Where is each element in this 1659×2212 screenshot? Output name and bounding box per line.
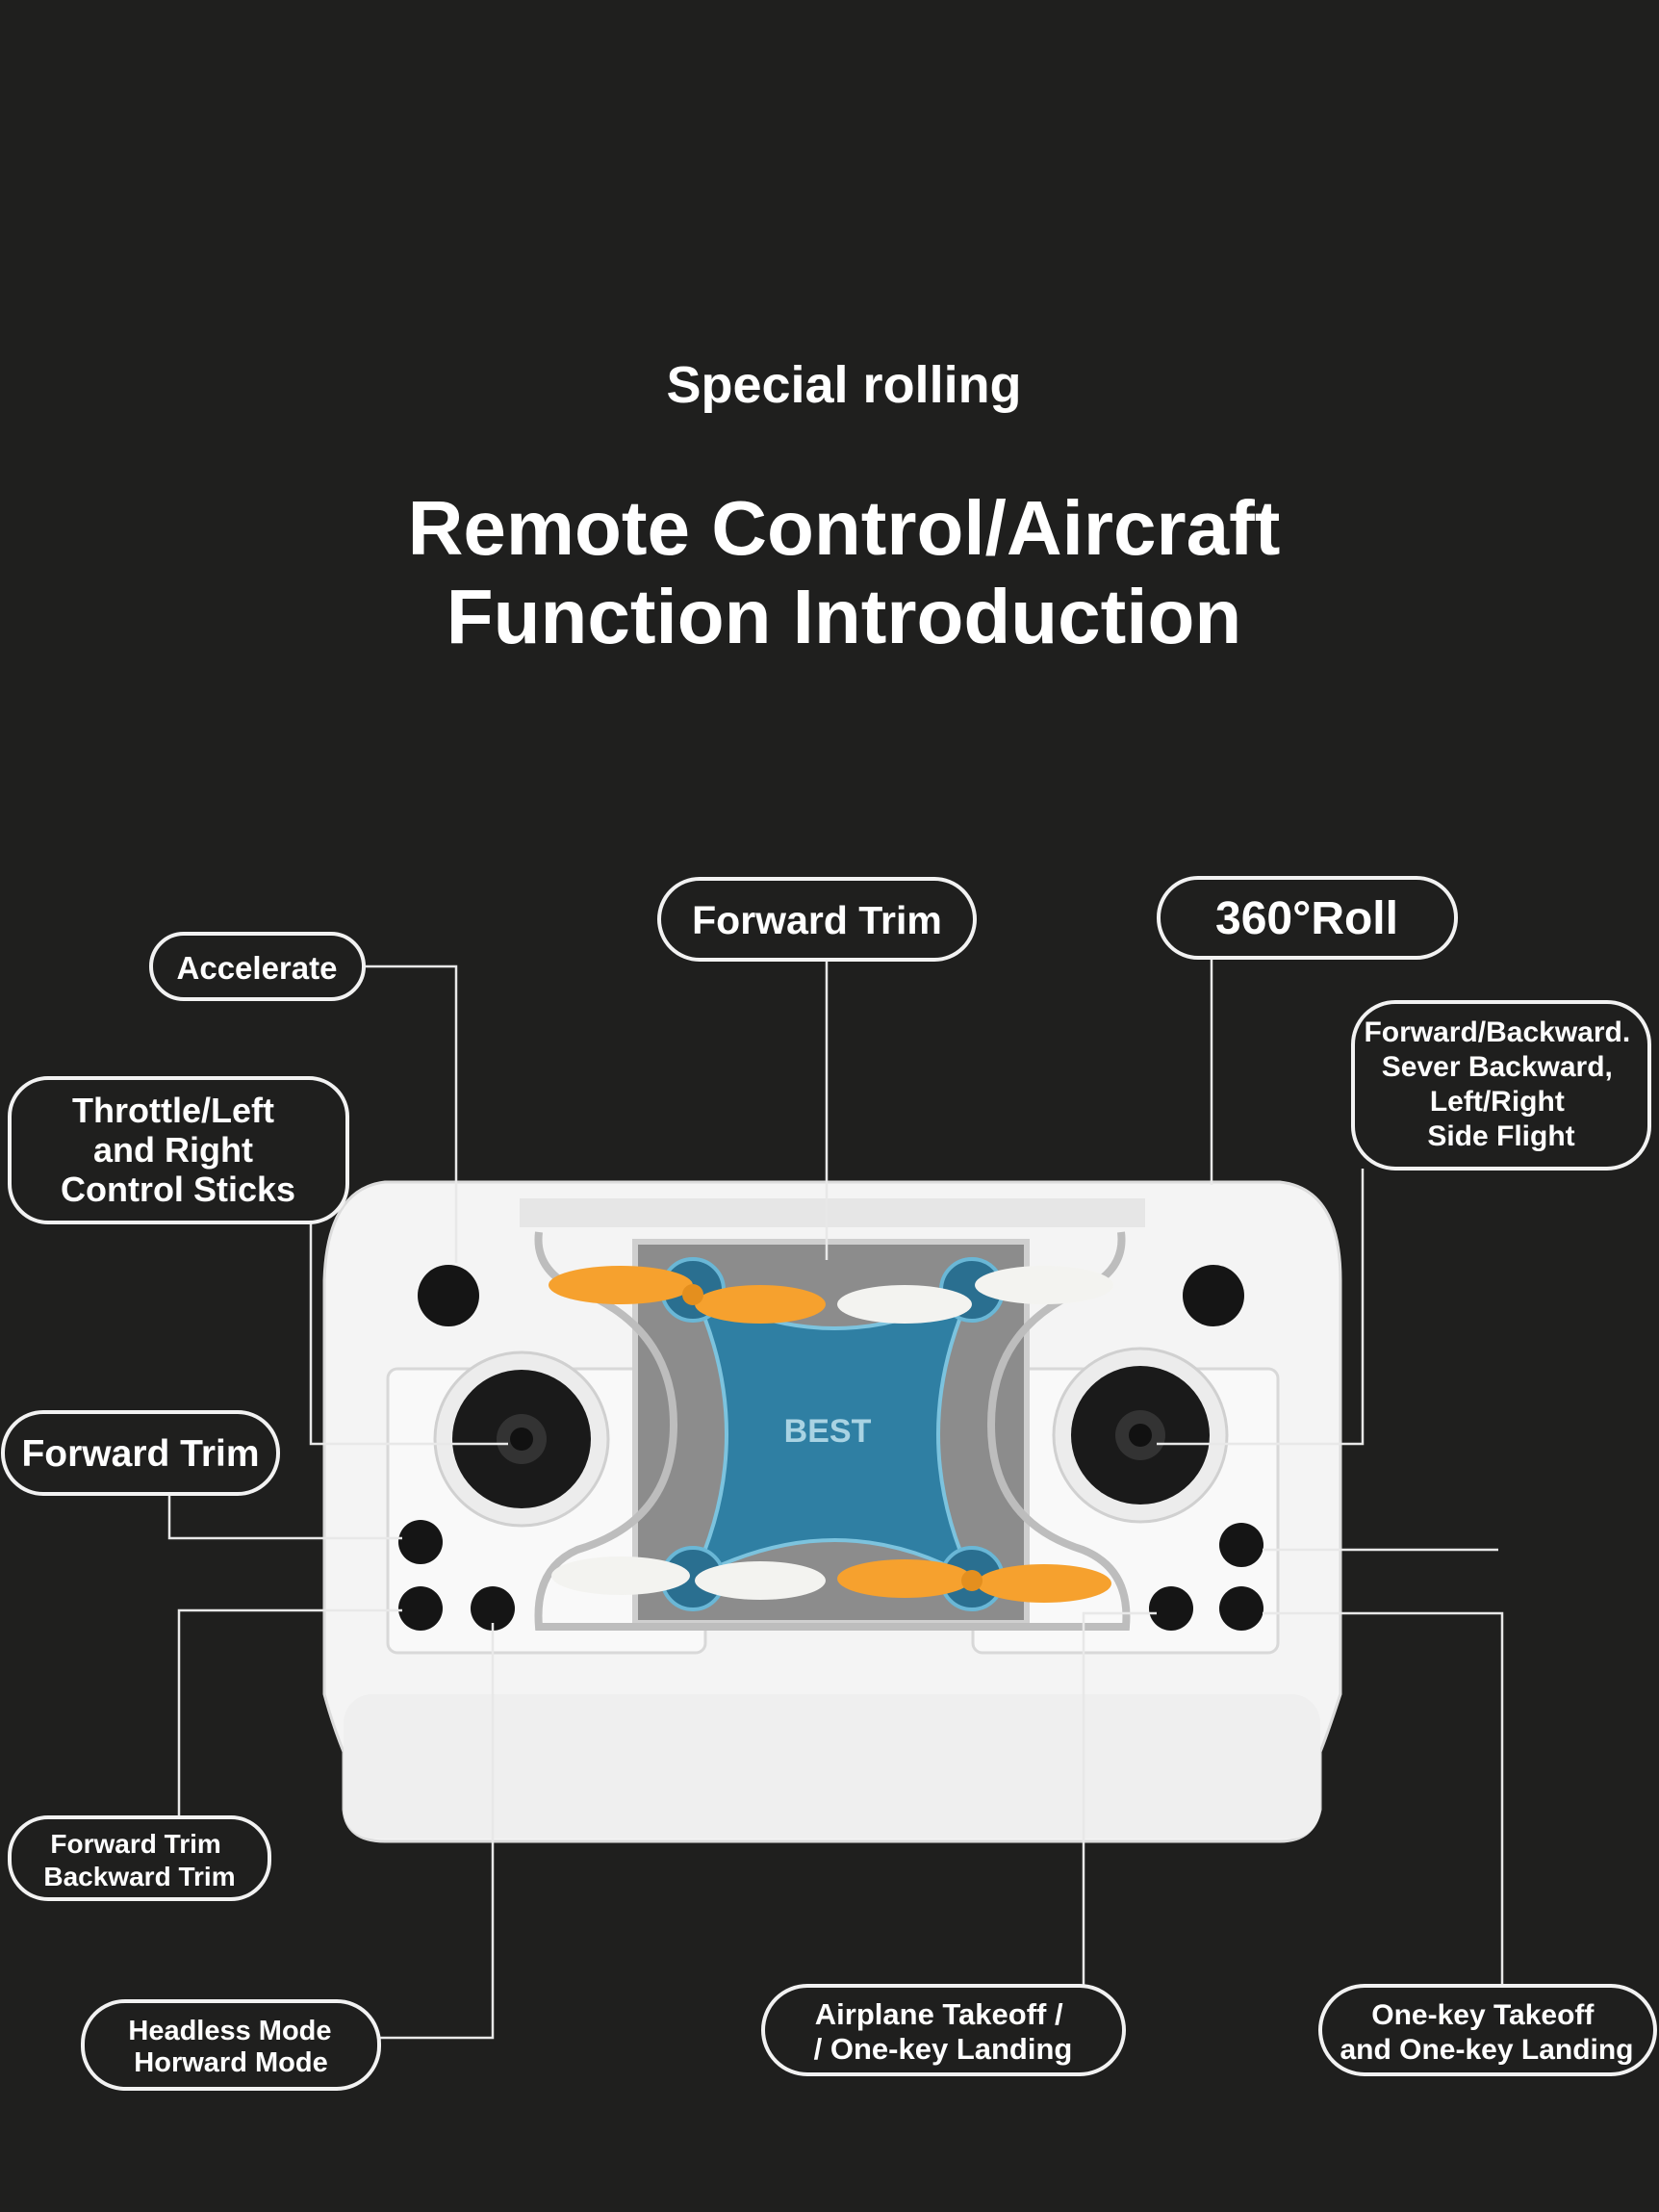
svg-text:Airplane Takeoff / / One: Airplane Takeoff / / One-key Landing — [814, 1997, 1073, 2066]
airplane-takeoff-button[interactable] — [1149, 1586, 1193, 1631]
callout-airplane-takeoff: Airplane Takeoff / / One-key Landing — [761, 1984, 1126, 2076]
callout-one-key-takeoff: One-key Takeoff and One-key Landing — [1318, 1984, 1657, 2076]
accelerate-button[interactable] — [418, 1265, 479, 1326]
roll-360-button[interactable] — [1183, 1265, 1244, 1326]
left-control-stick[interactable] — [433, 1350, 610, 1528]
svg-text:Accelerate: Accelerate — [177, 950, 338, 986]
callout-accelerate: Accelerate — [149, 932, 366, 1001]
callout-headless-mode: Headless Mode Horward Mode — [81, 1999, 381, 2091]
drone: BEST — [534, 1231, 1131, 1631]
leader-lines — [167, 958, 1504, 2040]
drone-logo: BEST — [784, 1413, 872, 1450]
right-control-stick[interactable] — [1052, 1347, 1229, 1524]
callout-forward-trim-left: Forward Trim — [1, 1410, 280, 1496]
backward-trim-button[interactable] — [398, 1586, 443, 1631]
right-trim-button[interactable] — [1219, 1523, 1263, 1567]
svg-text:Headless Mode Horward Mo: Headless Mode Horward Mode — [128, 2016, 339, 2078]
one-key-takeoff-button[interactable] — [1219, 1586, 1263, 1631]
remote-controller — [322, 1180, 1342, 1843]
callout-throttle-sticks: Throttle/Left and Right Control Sticks — [8, 1076, 349, 1224]
propeller-rear-left — [551, 1556, 826, 1600]
subtitle: Special rolling — [666, 356, 1021, 414]
forward-trim-button[interactable] — [398, 1520, 443, 1564]
title-line-2: Function Introduction — [447, 574, 1241, 659]
svg-text:Forward Trim: Forward Trim — [21, 1433, 259, 1475]
svg-text:Forward/Backward. Sever: Forward/Backward. Sever Backward, Left/R… — [1364, 1016, 1638, 1152]
propeller-front-left — [549, 1266, 826, 1324]
title-line-1: Remote Control/Aircraft — [408, 485, 1281, 571]
callout-side-flight: Forward/Backward. Sever Backward, Left/R… — [1351, 1000, 1651, 1170]
svg-text:Forward Trim: Forward Trim — [692, 898, 942, 942]
propeller-front-right — [837, 1266, 1113, 1324]
propeller-rear-right — [837, 1559, 1111, 1603]
svg-text:360°Roll: 360°Roll — [1215, 893, 1398, 944]
headless-mode-button[interactable] — [471, 1586, 515, 1631]
svg-text:Throttle/Left and Right: Throttle/Left and Right Control Sticks — [61, 1091, 295, 1209]
callout-forward-trim-top: Forward Trim — [657, 877, 977, 962]
svg-text:One-key Takeoff and One-: One-key Takeoff and One-key Landing — [1340, 1999, 1633, 2066]
callout-forward-backward-trim: Forward Trim Backward Trim — [8, 1815, 271, 1901]
callout-360-roll: 360°Roll — [1157, 876, 1458, 960]
svg-text:Forward Trim Backward Tr: Forward Trim Backward Trim — [43, 1829, 235, 1891]
